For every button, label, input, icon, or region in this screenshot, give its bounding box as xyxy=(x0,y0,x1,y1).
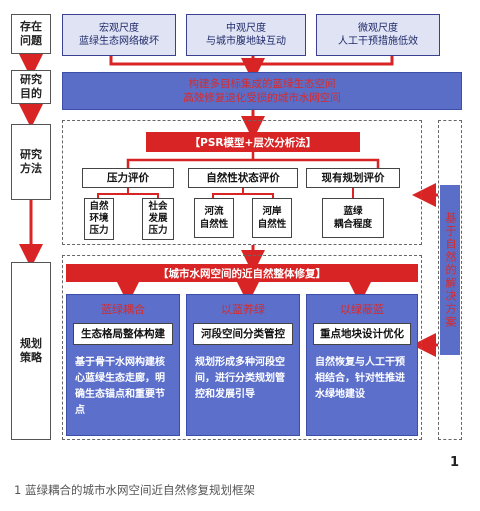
column-2-subtitle: 河段空间分类管控 xyxy=(193,323,293,345)
label-problem: 存在 问题 xyxy=(11,14,51,54)
column-1-text: 基于骨干水网构建核心蓝绿生态走廊，明确生态锚点和重要节点 xyxy=(75,357,165,416)
repair-frame xyxy=(62,255,422,440)
label-method: 研究 方法 xyxy=(11,124,51,200)
figure-caption: 1 蓝绿耦合的城市水网空间近自然修复规划框架 xyxy=(14,483,255,497)
eval-plan: 现有规划评价 xyxy=(306,168,400,188)
nbs-label: 基于自然的解决方案 xyxy=(440,185,460,355)
method-frame xyxy=(62,120,422,245)
column-1-title: 蓝绿耦合 xyxy=(101,303,145,316)
column-3-title: 以绿蔽蓝 xyxy=(340,303,384,316)
label-strategy: 规划 策略 xyxy=(11,262,51,440)
column-3-subtitle: 重点地块设计优化 xyxy=(313,323,411,345)
sub-river-nature: 河流 自然性 xyxy=(194,198,234,238)
column-1: 蓝绿耦合 生态格局整体构建 基于骨干水网构建核心蓝绿生态走廊，明确生态锚点和重要… xyxy=(66,294,180,436)
eval-nature: 自然性状态评价 xyxy=(188,168,298,188)
nature-branch xyxy=(212,193,274,198)
eval-pressure: 压力评价 xyxy=(82,168,174,188)
nbs-frame xyxy=(438,120,462,440)
scale-micro: 微观尺度 人工干预措施低效 xyxy=(316,14,440,56)
column-2-title: 以蓝养绿 xyxy=(221,303,265,316)
column-3-text: 自然恢复与人工干预相结合，针对性推进水绿地建设 xyxy=(315,357,405,400)
sub-social-pressure: 社会 发展 压力 xyxy=(142,198,174,240)
repair-title: 【城市水网空间的近自然整体修复】 xyxy=(66,264,418,282)
pressure-branch xyxy=(97,193,159,198)
sub-coupling: 蓝绿 耦合程度 xyxy=(322,198,384,238)
column-1-subtitle: 生态格局整体构建 xyxy=(73,323,173,345)
sub-bank-nature: 河岸 自然性 xyxy=(252,198,292,238)
column-2-text: 规划形成多种河段空间，进行分类规划管控和发展引导 xyxy=(195,357,285,400)
column-3: 以绿蔽蓝 重点地块设计优化 自然恢复与人工干预相结合，针对性推进水绿地建设 xyxy=(306,294,418,436)
label-goal: 研究 目的 xyxy=(11,70,51,104)
sub-natural-pressure: 自然 环境 压力 xyxy=(84,198,114,240)
figure-number: 1 xyxy=(450,455,460,470)
scale-meso: 中观尺度 与城市腹地缺互动 xyxy=(186,14,306,56)
column-2: 以蓝养绿 河段空间分类管控 规划形成多种河段空间，进行分类规划管控和发展引导 xyxy=(186,294,300,436)
psr-branch xyxy=(126,158,380,168)
psr-title: 【PSR模型+层次分析法】 xyxy=(146,132,360,152)
goal-band: 构建多目标集成的蓝绿生态空间 高效修复退化受损的城市水网空间 xyxy=(62,72,462,110)
scale-macro: 宏观尺度 蓝绿生态网络破坏 xyxy=(62,14,176,56)
